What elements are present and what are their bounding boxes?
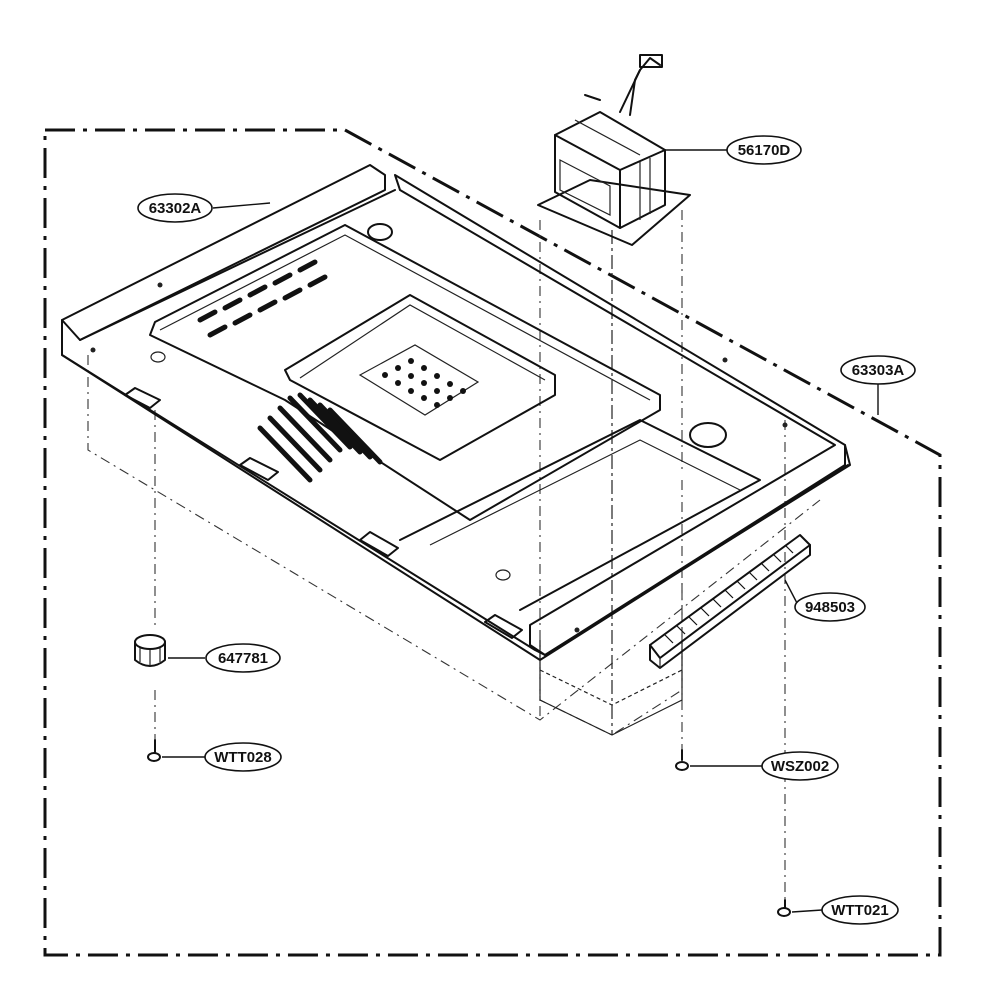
part-label-wsz002[interactable]: WSZ002 xyxy=(761,751,839,781)
vent-slots xyxy=(197,259,383,483)
assembly-boundary xyxy=(43,128,942,957)
screw-wsz002 xyxy=(675,749,689,771)
foot xyxy=(134,634,166,667)
screw-wtt028 xyxy=(147,739,161,762)
part-label-948503[interactable]: 948503 xyxy=(794,592,866,622)
part-label-text: WSZ002 xyxy=(771,758,829,775)
base-plate xyxy=(61,164,851,661)
projection-lines xyxy=(87,210,821,900)
leader-lines xyxy=(162,149,879,913)
part-label-text: 56170D xyxy=(738,142,791,159)
transformer xyxy=(537,54,691,246)
part-label-text: 63302A xyxy=(149,200,202,217)
ferrite-bar xyxy=(649,534,811,669)
part-label-647781[interactable]: 647781 xyxy=(205,643,281,673)
grille-dots xyxy=(382,358,466,408)
part-label-text: 647781 xyxy=(218,650,268,667)
screw-wtt021 xyxy=(777,899,791,917)
part-label-wtt028[interactable]: WTT028 xyxy=(204,742,282,772)
part-label-text: 948503 xyxy=(805,599,855,616)
part-label-56170d[interactable]: 56170D xyxy=(726,135,802,165)
part-label-wtt021[interactable]: WTT021 xyxy=(821,895,899,925)
part-label-63303a[interactable]: 63303A xyxy=(840,355,916,385)
part-label-text: WTT021 xyxy=(831,902,889,919)
part-label-text: 63303A xyxy=(852,362,905,379)
part-label-63302a[interactable]: 63302A xyxy=(137,193,213,223)
part-label-text: WTT028 xyxy=(214,749,272,766)
